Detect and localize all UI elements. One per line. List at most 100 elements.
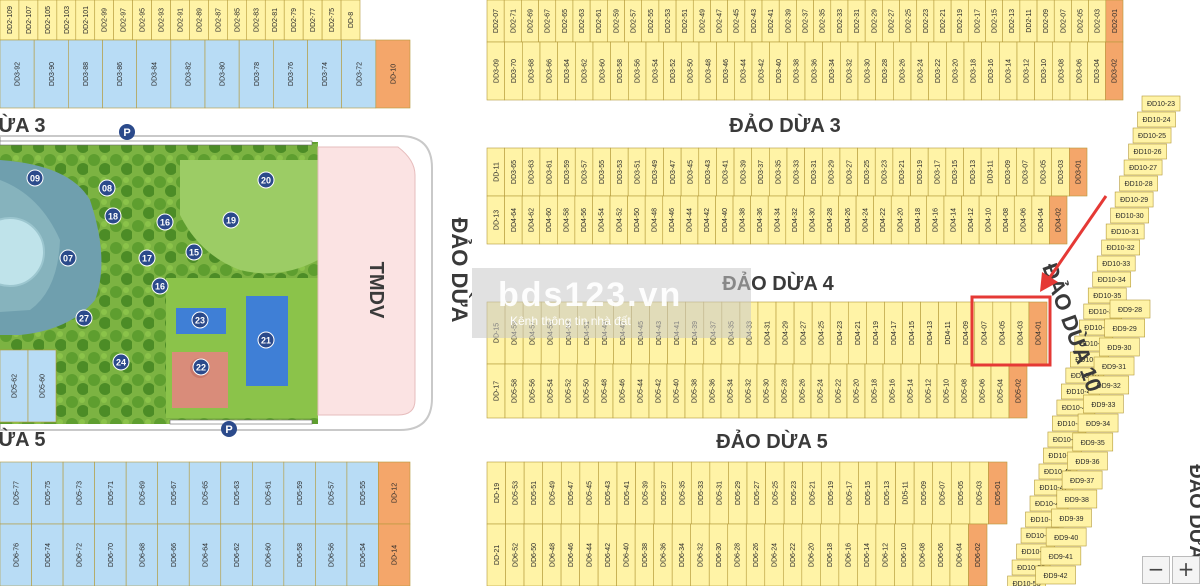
lot-label: ĐD10-28: [1125, 181, 1153, 188]
lot[interactable]: [1067, 451, 1108, 471]
lot[interactable]: [1123, 159, 1163, 176]
lot[interactable]: [0, 39, 35, 109]
lot[interactable]: [1132, 127, 1172, 144]
lot[interactable]: [1045, 527, 1087, 547]
lot-label: DD5-61: [266, 481, 273, 505]
lot-label: DD3-61: [546, 160, 553, 184]
lot[interactable]: [220, 523, 253, 586]
lot[interactable]: [31, 461, 64, 525]
lot-label: DD3-03: [1058, 160, 1065, 184]
lot-label: DD2-05: [1078, 9, 1085, 33]
lot[interactable]: [188, 523, 222, 586]
lot-label: ĐD9-34: [1086, 421, 1110, 428]
lot[interactable]: [136, 39, 172, 109]
lot-label: DD5-14: [908, 379, 915, 403]
zoom-out-button[interactable]: −: [1142, 556, 1170, 584]
lot[interactable]: [315, 461, 348, 525]
lot[interactable]: [62, 523, 95, 586]
tmdv-block[interactable]: [317, 146, 416, 416]
lot[interactable]: [1119, 175, 1158, 192]
lot[interactable]: [1092, 271, 1132, 288]
lot[interactable]: [988, 461, 1008, 525]
lot[interactable]: [0, 523, 32, 586]
lot[interactable]: [1051, 508, 1092, 528]
lot[interactable]: [188, 461, 222, 525]
lot[interactable]: [94, 523, 127, 586]
lot[interactable]: [1072, 432, 1114, 452]
zoom-in-button[interactable]: +: [1172, 556, 1200, 584]
road-label-dao-dua-5: ĐẢO DỪA 5: [716, 429, 827, 453]
lot[interactable]: [1137, 111, 1176, 128]
lot[interactable]: [1105, 223, 1145, 240]
lot[interactable]: [1114, 191, 1154, 208]
lot[interactable]: [341, 39, 377, 109]
lot-label: DD4-20: [898, 208, 905, 232]
lot[interactable]: [170, 39, 206, 109]
lot-label: DD5-38: [692, 379, 699, 403]
lot[interactable]: [1096, 255, 1136, 272]
lot-label: ĐD10-46: [1044, 469, 1072, 476]
lot-label: DD2-51: [682, 9, 689, 33]
lot[interactable]: [1093, 356, 1135, 376]
lot[interactable]: [1040, 546, 1082, 566]
lot-label: DD6-02: [975, 543, 982, 567]
lot[interactable]: [157, 461, 190, 525]
watermark-sub: Kênh thông tin nhà đất: [510, 314, 631, 328]
lot[interactable]: [1088, 375, 1130, 395]
lot[interactable]: [0, 461, 32, 525]
lot-label: DD4-24: [862, 208, 869, 232]
lot[interactable]: [1128, 143, 1167, 160]
lot[interactable]: [1069, 147, 1088, 197]
lot[interactable]: [102, 39, 137, 109]
lot-label: DD3-35: [776, 160, 783, 184]
lot[interactable]: [27, 349, 57, 423]
lot[interactable]: [1105, 41, 1124, 101]
lot[interactable]: [238, 39, 274, 109]
lot[interactable]: [1110, 207, 1149, 224]
lot-label: DD5-02: [1016, 379, 1023, 403]
lot-label: DD-8: [348, 12, 355, 28]
lot[interactable]: [252, 523, 285, 586]
lot[interactable]: [1104, 318, 1145, 338]
lot-label: DD6-58: [297, 543, 304, 567]
lot-label: DD3-55: [599, 160, 606, 184]
park-feature-marker: 18: [104, 207, 122, 225]
lot[interactable]: [1141, 95, 1181, 112]
lot[interactable]: [33, 39, 69, 109]
lot[interactable]: [375, 39, 411, 109]
lot[interactable]: [283, 523, 316, 586]
lot[interactable]: [1101, 239, 1140, 256]
lot[interactable]: [157, 523, 190, 586]
lot[interactable]: [125, 523, 158, 586]
lot-label: DD-21: [494, 545, 501, 565]
lot[interactable]: [346, 461, 379, 525]
lot-label: DD5-48: [602, 379, 609, 403]
lot-label: DD4-54: [599, 208, 606, 232]
lot[interactable]: [307, 39, 342, 109]
lot[interactable]: [1083, 394, 1124, 414]
lot-label: DD6-44: [586, 543, 593, 567]
lot[interactable]: [62, 461, 95, 525]
lot-label: DD2-21: [940, 9, 947, 33]
lot-label: DD3-20: [953, 59, 960, 83]
lot-label: DD3-36: [811, 59, 818, 83]
lot-label: DD5-06: [980, 379, 987, 403]
lot[interactable]: [0, 349, 29, 423]
lot[interactable]: [220, 461, 253, 525]
lot[interactable]: [1099, 337, 1140, 357]
park-feature-marker: 23: [191, 311, 209, 329]
lot[interactable]: [1049, 195, 1068, 245]
lot[interactable]: [1077, 413, 1119, 433]
lot[interactable]: [1056, 489, 1098, 509]
lot[interactable]: [968, 523, 988, 586]
lot[interactable]: [1035, 565, 1076, 585]
lot[interactable]: [1061, 470, 1103, 490]
lot-label: DD5-56: [530, 379, 537, 403]
lot[interactable]: [1087, 287, 1127, 304]
lot[interactable]: [283, 461, 316, 525]
lot-label: DD2-91: [178, 8, 185, 32]
lot[interactable]: [378, 523, 411, 586]
lot[interactable]: [1109, 299, 1151, 319]
